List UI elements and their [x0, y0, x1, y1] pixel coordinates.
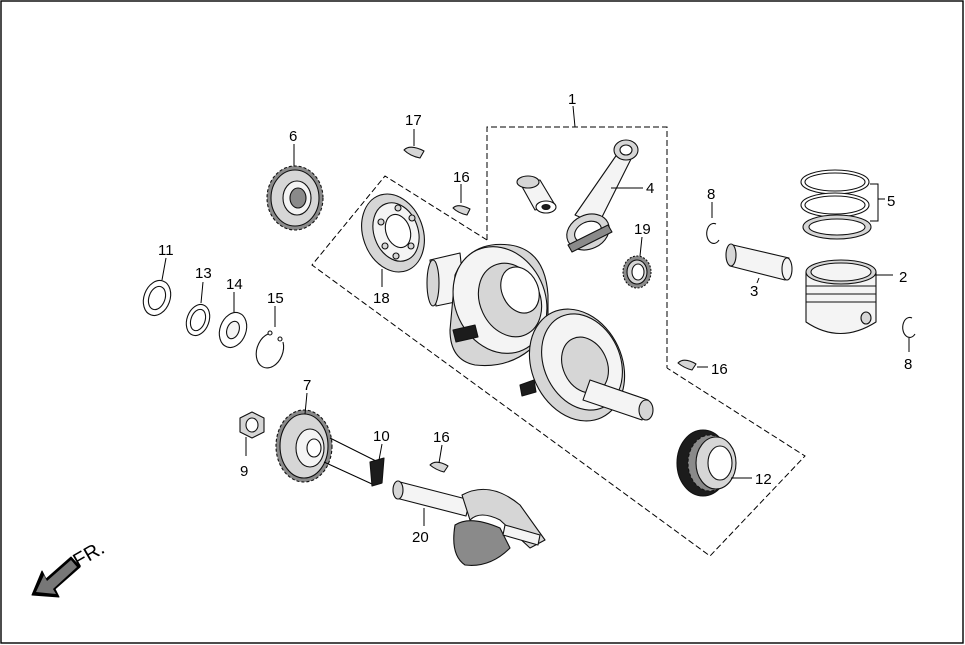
callout-8b: 8 [904, 356, 912, 373]
callout-12: 12 [755, 471, 772, 488]
callout-8a: 8 [707, 186, 715, 203]
callout-18: 18 [373, 290, 390, 307]
leader-lines [161, 105, 910, 526]
part-10-key [369, 457, 385, 487]
part-6-gear [266, 165, 324, 231]
part-17-key [403, 146, 425, 159]
crankshaft-left-half [426, 243, 549, 367]
part-11-washer [142, 279, 172, 317]
callout-16c: 16 [433, 429, 450, 446]
callout-13: 13 [195, 265, 212, 282]
callout-10: 10 [373, 428, 390, 445]
part-19-needle-bearing [622, 255, 652, 289]
part-8-piston-pin-clip-b [902, 316, 916, 338]
part-3-piston-pin [725, 243, 793, 281]
part-14-washer [218, 311, 248, 349]
callout-20: 20 [412, 529, 429, 546]
part-12-bearing [676, 429, 737, 497]
callout-5: 5 [887, 193, 895, 210]
part-2-piston [805, 259, 877, 334]
crankshaft-right-half [519, 308, 654, 422]
callout-7: 7 [303, 377, 311, 394]
callout-1: 1 [568, 91, 576, 108]
part-4-connecting-rod [566, 139, 639, 253]
callout-16a: 16 [453, 169, 470, 186]
part-5-piston-rings [800, 169, 872, 240]
callout-6: 6 [289, 128, 297, 145]
callout-16b: 16 [711, 361, 728, 378]
part-8-piston-pin-clip-a [706, 222, 720, 244]
callout-11: 11 [158, 242, 174, 259]
callout-9: 9 [240, 463, 248, 480]
callout-17: 17 [405, 112, 422, 129]
part-16-key-a [452, 205, 471, 216]
part-1-crank-pin [516, 175, 557, 214]
part-9-nut [239, 411, 265, 439]
part-20-balancer-shaft [392, 480, 546, 566]
callout-14: 14 [226, 276, 243, 293]
part-13-washer [185, 303, 211, 337]
part-16-key-c [429, 461, 449, 473]
callout-15: 15 [267, 290, 284, 307]
part-15-circlip [255, 330, 285, 369]
callout-labels: 1 2 3 4 5 6 7 8 8 9 10 11 12 13 14 15 16… [158, 91, 912, 546]
part-18-bearing [361, 193, 425, 273]
callout-3: 3 [750, 283, 758, 300]
callout-4: 4 [646, 180, 654, 197]
callout-2: 2 [899, 269, 907, 286]
part-16-key-b [677, 359, 697, 371]
crankshaft-assembly-boundary [311, 126, 806, 557]
part-7-balancer-gear [275, 409, 379, 485]
front-direction-arrow: FR. [31, 537, 108, 598]
callout-19: 19 [634, 221, 651, 238]
